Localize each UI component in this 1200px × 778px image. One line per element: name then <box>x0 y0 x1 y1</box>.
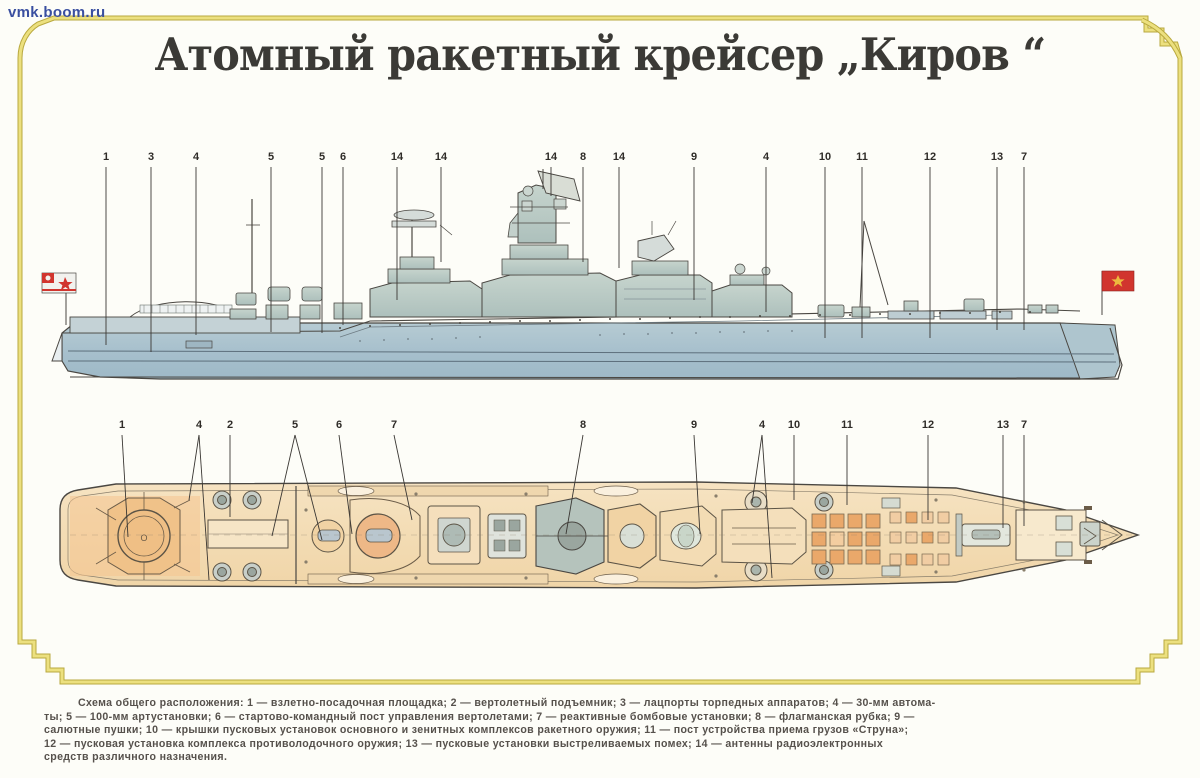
callout-number: 6 <box>339 151 347 163</box>
callout-number: 8 <box>579 151 587 163</box>
callout-number: 9 <box>690 151 698 163</box>
leader-line <box>565 434 584 535</box>
callout-number: 9 <box>690 419 698 431</box>
profile-leader-lines <box>105 167 1025 352</box>
ship-plan-drawing: O <box>56 470 1146 600</box>
callout-number: 6 <box>335 419 343 431</box>
callout-number: 14 <box>544 151 558 163</box>
callout-number: 5 <box>267 151 275 163</box>
callout-number: 1 <box>118 419 126 431</box>
leader-line <box>761 434 773 579</box>
callout-number: 4 <box>195 419 203 431</box>
leader-line <box>693 434 701 535</box>
callout-number: 5 <box>318 151 326 163</box>
callout-number: 7 <box>390 419 398 431</box>
leader-line <box>271 434 296 537</box>
leader-line <box>338 434 353 535</box>
caption-line-3: салютные пушки; 10 — крышки пусковых уст… <box>44 724 909 737</box>
callout-number: 8 <box>579 419 587 431</box>
watermark-label: vmk.boom.ru <box>8 4 106 21</box>
callout-number: 12 <box>921 419 935 431</box>
callout-number: 4 <box>758 419 766 431</box>
plan-callout-labels: 1 4 2 5 6 7 8 9 4 10 11 12 13 7 <box>0 420 1200 442</box>
callout-number: 14 <box>612 151 626 163</box>
callout-number: 13 <box>990 151 1004 163</box>
callout-number: 2 <box>226 419 234 431</box>
plan-leader-lines <box>121 434 1025 581</box>
svg-text:O: O <box>140 533 147 543</box>
callout-number: 10 <box>818 151 832 163</box>
ship-profile-drawing <box>40 165 1160 395</box>
caption-line-2: ты; 5 — 100-мм артустановки; 6 — стартов… <box>44 710 915 723</box>
callout-number: 10 <box>787 419 801 431</box>
leader-line <box>751 434 763 504</box>
callout-number: 12 <box>923 151 937 163</box>
leader-line <box>294 434 323 541</box>
page-title: Атомный ракетный крейсер „Киров “ <box>154 28 1047 81</box>
decorative-frame <box>16 14 1184 686</box>
caption-line-5: средств различного назначения. <box>44 751 228 764</box>
leader-line <box>121 434 129 538</box>
leader-line <box>393 434 413 521</box>
callout-number: 11 <box>841 419 853 431</box>
callout-number: 3 <box>147 151 155 163</box>
callout-number: 7 <box>1020 151 1028 163</box>
callout-number: 1 <box>102 151 110 163</box>
callout-number: 7 <box>1020 419 1028 431</box>
caption-line-4: 12 — пусковая установка комплекса против… <box>44 737 884 750</box>
caption-line-1: Схема общего расположения: 1 — взлетно-п… <box>78 697 936 709</box>
figure-caption: Схема общего расположения: 1 — взлетно-п… <box>44 697 1164 765</box>
callout-number: 4 <box>762 151 770 163</box>
callout-number: 11 <box>856 151 868 163</box>
callout-number: 5 <box>291 419 299 431</box>
callout-number: 4 <box>192 151 200 163</box>
callout-number: 14 <box>390 151 404 163</box>
callout-number: 14 <box>434 151 448 163</box>
callout-number: 13 <box>996 419 1010 431</box>
leader-line <box>188 434 200 501</box>
leader-line <box>198 434 210 581</box>
